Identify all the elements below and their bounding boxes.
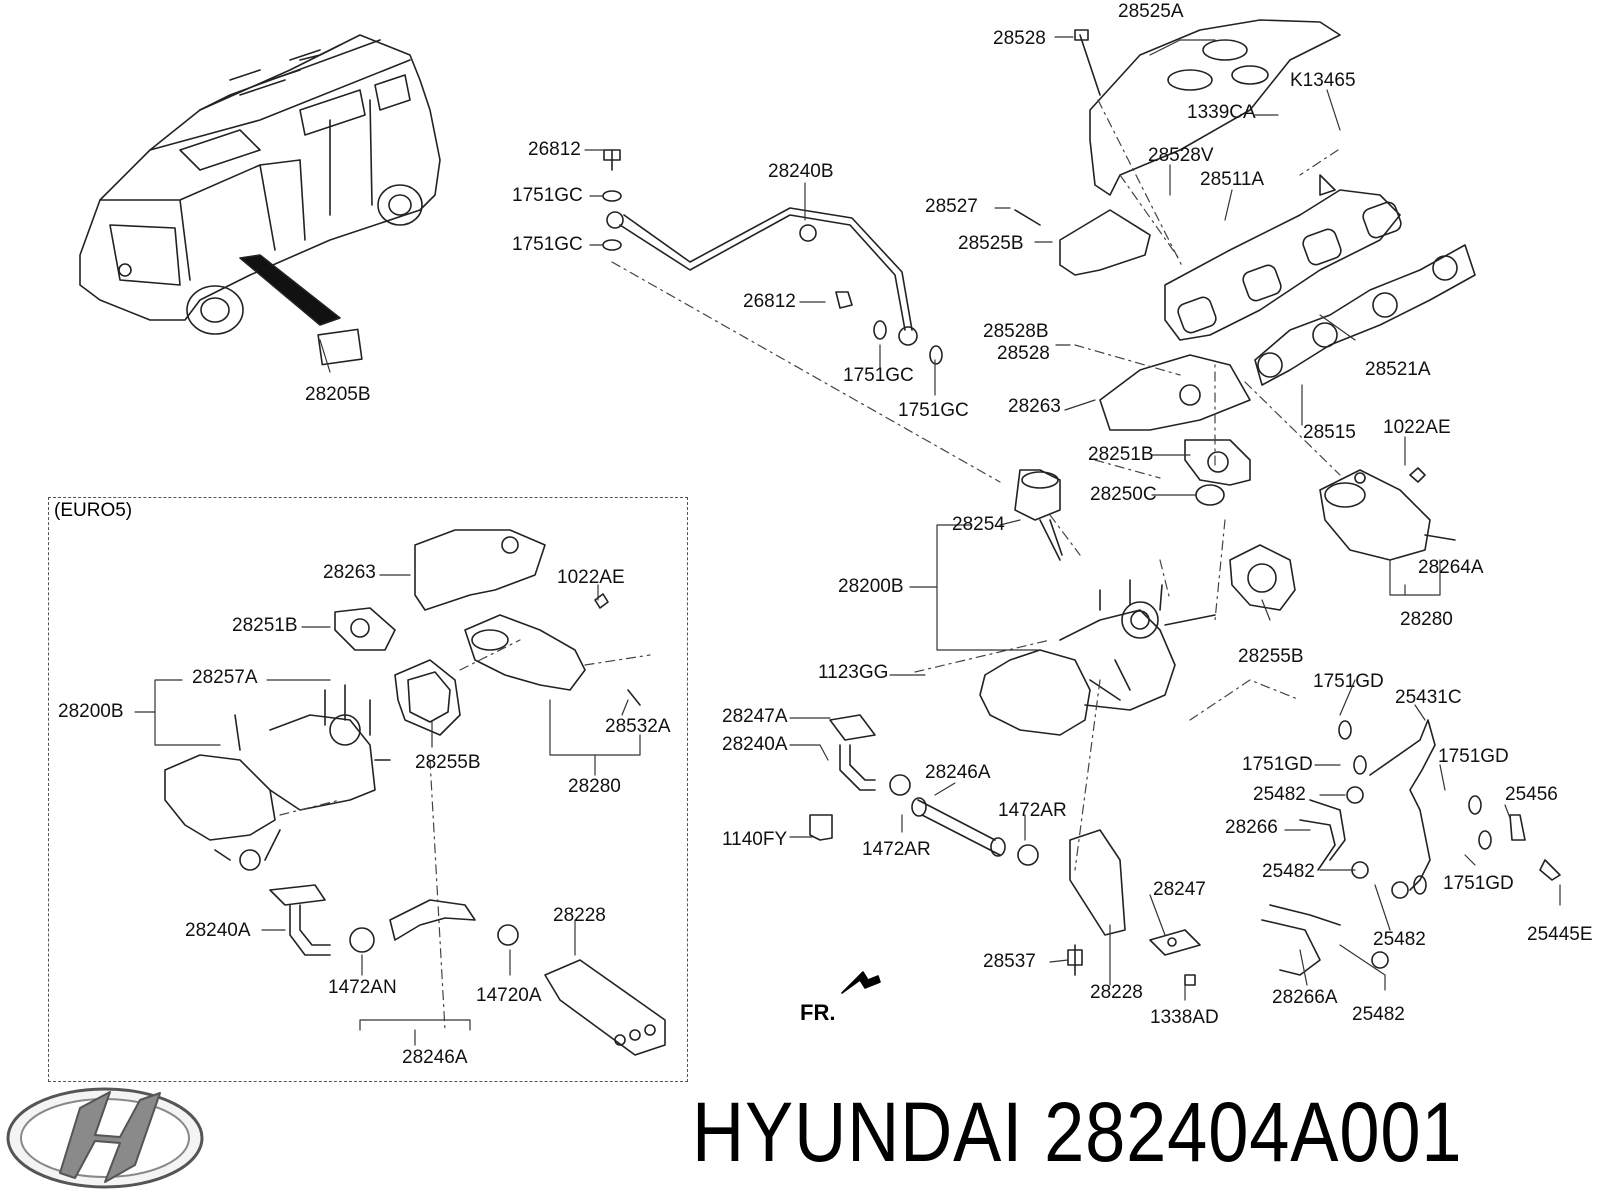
- part-label: 28264A: [1418, 557, 1484, 578]
- part-label: 28532A: [605, 716, 671, 737]
- outlet-gasket: [1229, 544, 1296, 611]
- euro5-label-leaders: [134, 574, 641, 1046]
- part-label: 28280: [1400, 609, 1453, 630]
- part-number: 282404A001: [1044, 1085, 1463, 1179]
- part-label: 28200B: [838, 576, 904, 597]
- brand-name: HYUNDAI: [692, 1085, 1024, 1179]
- part-label: 28528: [993, 28, 1046, 49]
- part-label: 28228: [553, 905, 606, 926]
- part-label: 28247A: [722, 706, 788, 727]
- part-label: 28263: [323, 562, 376, 583]
- part-label: 1472AR: [998, 800, 1067, 821]
- van-illustration: [79, 34, 441, 366]
- oil-return-pipe: [809, 714, 1039, 866]
- part-label: 1751GD: [1313, 671, 1384, 692]
- part-label: K13465: [1290, 70, 1356, 91]
- part-label: 28280: [568, 776, 621, 797]
- part-label: 28228: [1090, 982, 1143, 1003]
- part-label: 1338AD: [1150, 1007, 1219, 1028]
- part-label: 25431C: [1395, 687, 1462, 708]
- euro5-section-frame: [48, 497, 688, 1082]
- coolant-lines: [1261, 719, 1561, 976]
- part-label: 1022AE: [1383, 417, 1451, 438]
- part-label: 28515: [1303, 422, 1356, 443]
- part-label: 28511A: [1200, 169, 1265, 190]
- part-label: 1751GC: [512, 234, 583, 255]
- part-label: 26812: [528, 139, 581, 160]
- part-label: 1123GG: [818, 662, 889, 683]
- part-label: 28527: [925, 196, 978, 217]
- part-label: 1751GD: [1438, 746, 1509, 767]
- part-label: 25456: [1505, 784, 1558, 805]
- heat-shield: [1074, 19, 1341, 196]
- part-label: 28240A: [185, 920, 251, 941]
- part-label: 1751GC: [512, 185, 583, 206]
- exhaust-manifold: [1164, 174, 1402, 341]
- euro5-leader-lines: [279, 639, 651, 1031]
- part-label: 28255B: [415, 752, 481, 773]
- part-label: 28528V: [1148, 145, 1214, 166]
- part-label: 25482: [1373, 929, 1426, 950]
- part-label: 1751GD: [1242, 754, 1313, 775]
- part-label: 14720A: [476, 985, 542, 1006]
- bracket: [1099, 354, 1251, 431]
- euro5-parts: [164, 529, 666, 1056]
- euro5-section-title: (EURO5): [54, 500, 133, 521]
- part-label: 28250C: [1090, 484, 1157, 505]
- part-label: 1472AR: [862, 839, 931, 860]
- part-label: 28263: [1008, 396, 1061, 417]
- return-bracket: [1067, 829, 1201, 986]
- part-label: 28251B: [232, 615, 298, 636]
- part-label: 28521A: [1365, 359, 1431, 380]
- part-label: 28266A: [1272, 987, 1338, 1008]
- hyundai-logo-icon: [6, 1087, 204, 1189]
- part-label: 28525A: [1118, 1, 1184, 22]
- label-leaders: [319, 36, 1561, 1001]
- part-label: 28525B: [958, 233, 1024, 254]
- part-label: 1339CA: [1187, 102, 1256, 123]
- part-label: 28200B: [58, 701, 124, 722]
- turbocharger: [979, 469, 1216, 736]
- part-label: 1751GC: [843, 365, 914, 386]
- part-label: 1751GD: [1443, 873, 1514, 894]
- leader-lines: [611, 99, 1341, 871]
- part-label: 28255B: [1238, 646, 1304, 667]
- part-label: 28537: [983, 951, 1036, 972]
- part-label: 28266: [1225, 817, 1278, 838]
- part-label: 25482: [1253, 784, 1306, 805]
- part-label: 28528B: [983, 321, 1049, 342]
- part-label: 28240B: [768, 161, 834, 182]
- brand-part-number: HYUNDAI 282404A001: [692, 1082, 1462, 1182]
- part-label: 28254: [952, 514, 1005, 535]
- part-label: 26812: [743, 291, 796, 312]
- part-label: 28528: [997, 343, 1050, 364]
- part-label: 1751GC: [898, 400, 969, 421]
- part-label: 28246A: [402, 1047, 468, 1068]
- part-label: 25482: [1352, 1004, 1405, 1025]
- front-arrow-icon: [841, 971, 881, 994]
- part-label: 28251B: [1088, 444, 1154, 465]
- part-label: 1472AN: [328, 977, 397, 998]
- part-label: 28257A: [192, 667, 258, 688]
- part-label: 1022AE: [557, 567, 625, 588]
- part-label: 28240A: [722, 734, 788, 755]
- oil-supply-line: [602, 149, 943, 365]
- part-label: 25445E: [1527, 924, 1593, 945]
- part-label: 25482: [1262, 861, 1315, 882]
- front-direction-label: FR.: [800, 1000, 836, 1025]
- part-label: 28205B: [305, 384, 371, 405]
- turbo-outlet-elbow: [1319, 467, 1456, 561]
- lower-heat-shield: [1014, 209, 1151, 276]
- part-label: 28246A: [925, 762, 991, 783]
- turbo-gaskets: [1184, 439, 1251, 506]
- manifold-gasket: [1254, 244, 1476, 386]
- part-label: 1140FY: [722, 829, 788, 850]
- part-label: 28247: [1153, 879, 1206, 900]
